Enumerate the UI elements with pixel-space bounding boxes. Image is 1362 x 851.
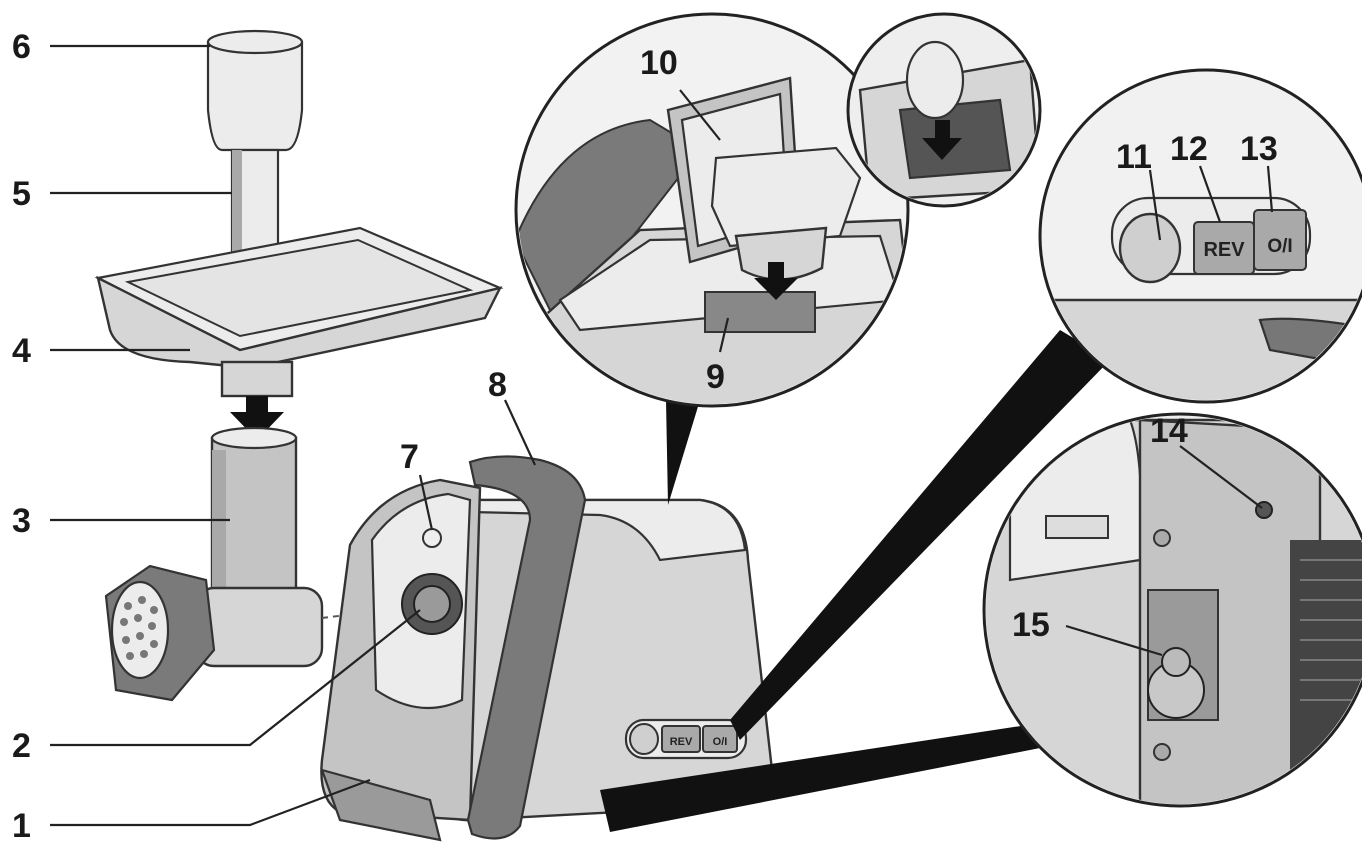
- lid-detail-callout: [514, 12, 910, 505]
- label-7: 7: [400, 438, 419, 476]
- label-6: 6: [12, 28, 31, 66]
- label-14: 14: [1150, 412, 1188, 450]
- label-15: 15: [1012, 606, 1050, 644]
- feed-tube: [210, 426, 298, 610]
- tray: [94, 226, 504, 398]
- label-4: 4: [12, 332, 31, 370]
- grinder-head: [104, 564, 324, 702]
- small-rev-button-label: REV: [670, 736, 693, 748]
- label-3: 3: [12, 502, 31, 540]
- storage-detail-callout: [846, 12, 1042, 208]
- onoff-button-label: O/I: [1267, 236, 1292, 257]
- label-12: 12: [1170, 130, 1208, 168]
- label-11: 11: [1116, 138, 1152, 176]
- rev-button-label: REV: [1203, 239, 1245, 261]
- label-8: 8: [488, 366, 507, 404]
- small-onoff-button-label: O/I: [713, 736, 728, 748]
- button-panel-callout: REV O/I: [730, 68, 1362, 740]
- label-13: 13: [1240, 130, 1278, 168]
- label-10: 10: [640, 44, 678, 82]
- leader-lines: [50, 44, 1274, 827]
- assembly-parts: [94, 29, 504, 702]
- part-labels: 6 5 4 3 2 1 7 8 9 10 11 12 13 14 15: [12, 28, 1278, 845]
- label-9: 9: [706, 358, 725, 396]
- rear-panel-callout: [600, 412, 1362, 832]
- arrow-down-icon-2: [230, 396, 284, 440]
- label-5: 5: [12, 175, 31, 213]
- pusher: [206, 29, 304, 262]
- label-2: 2: [12, 727, 31, 765]
- label-1: 1: [12, 807, 31, 845]
